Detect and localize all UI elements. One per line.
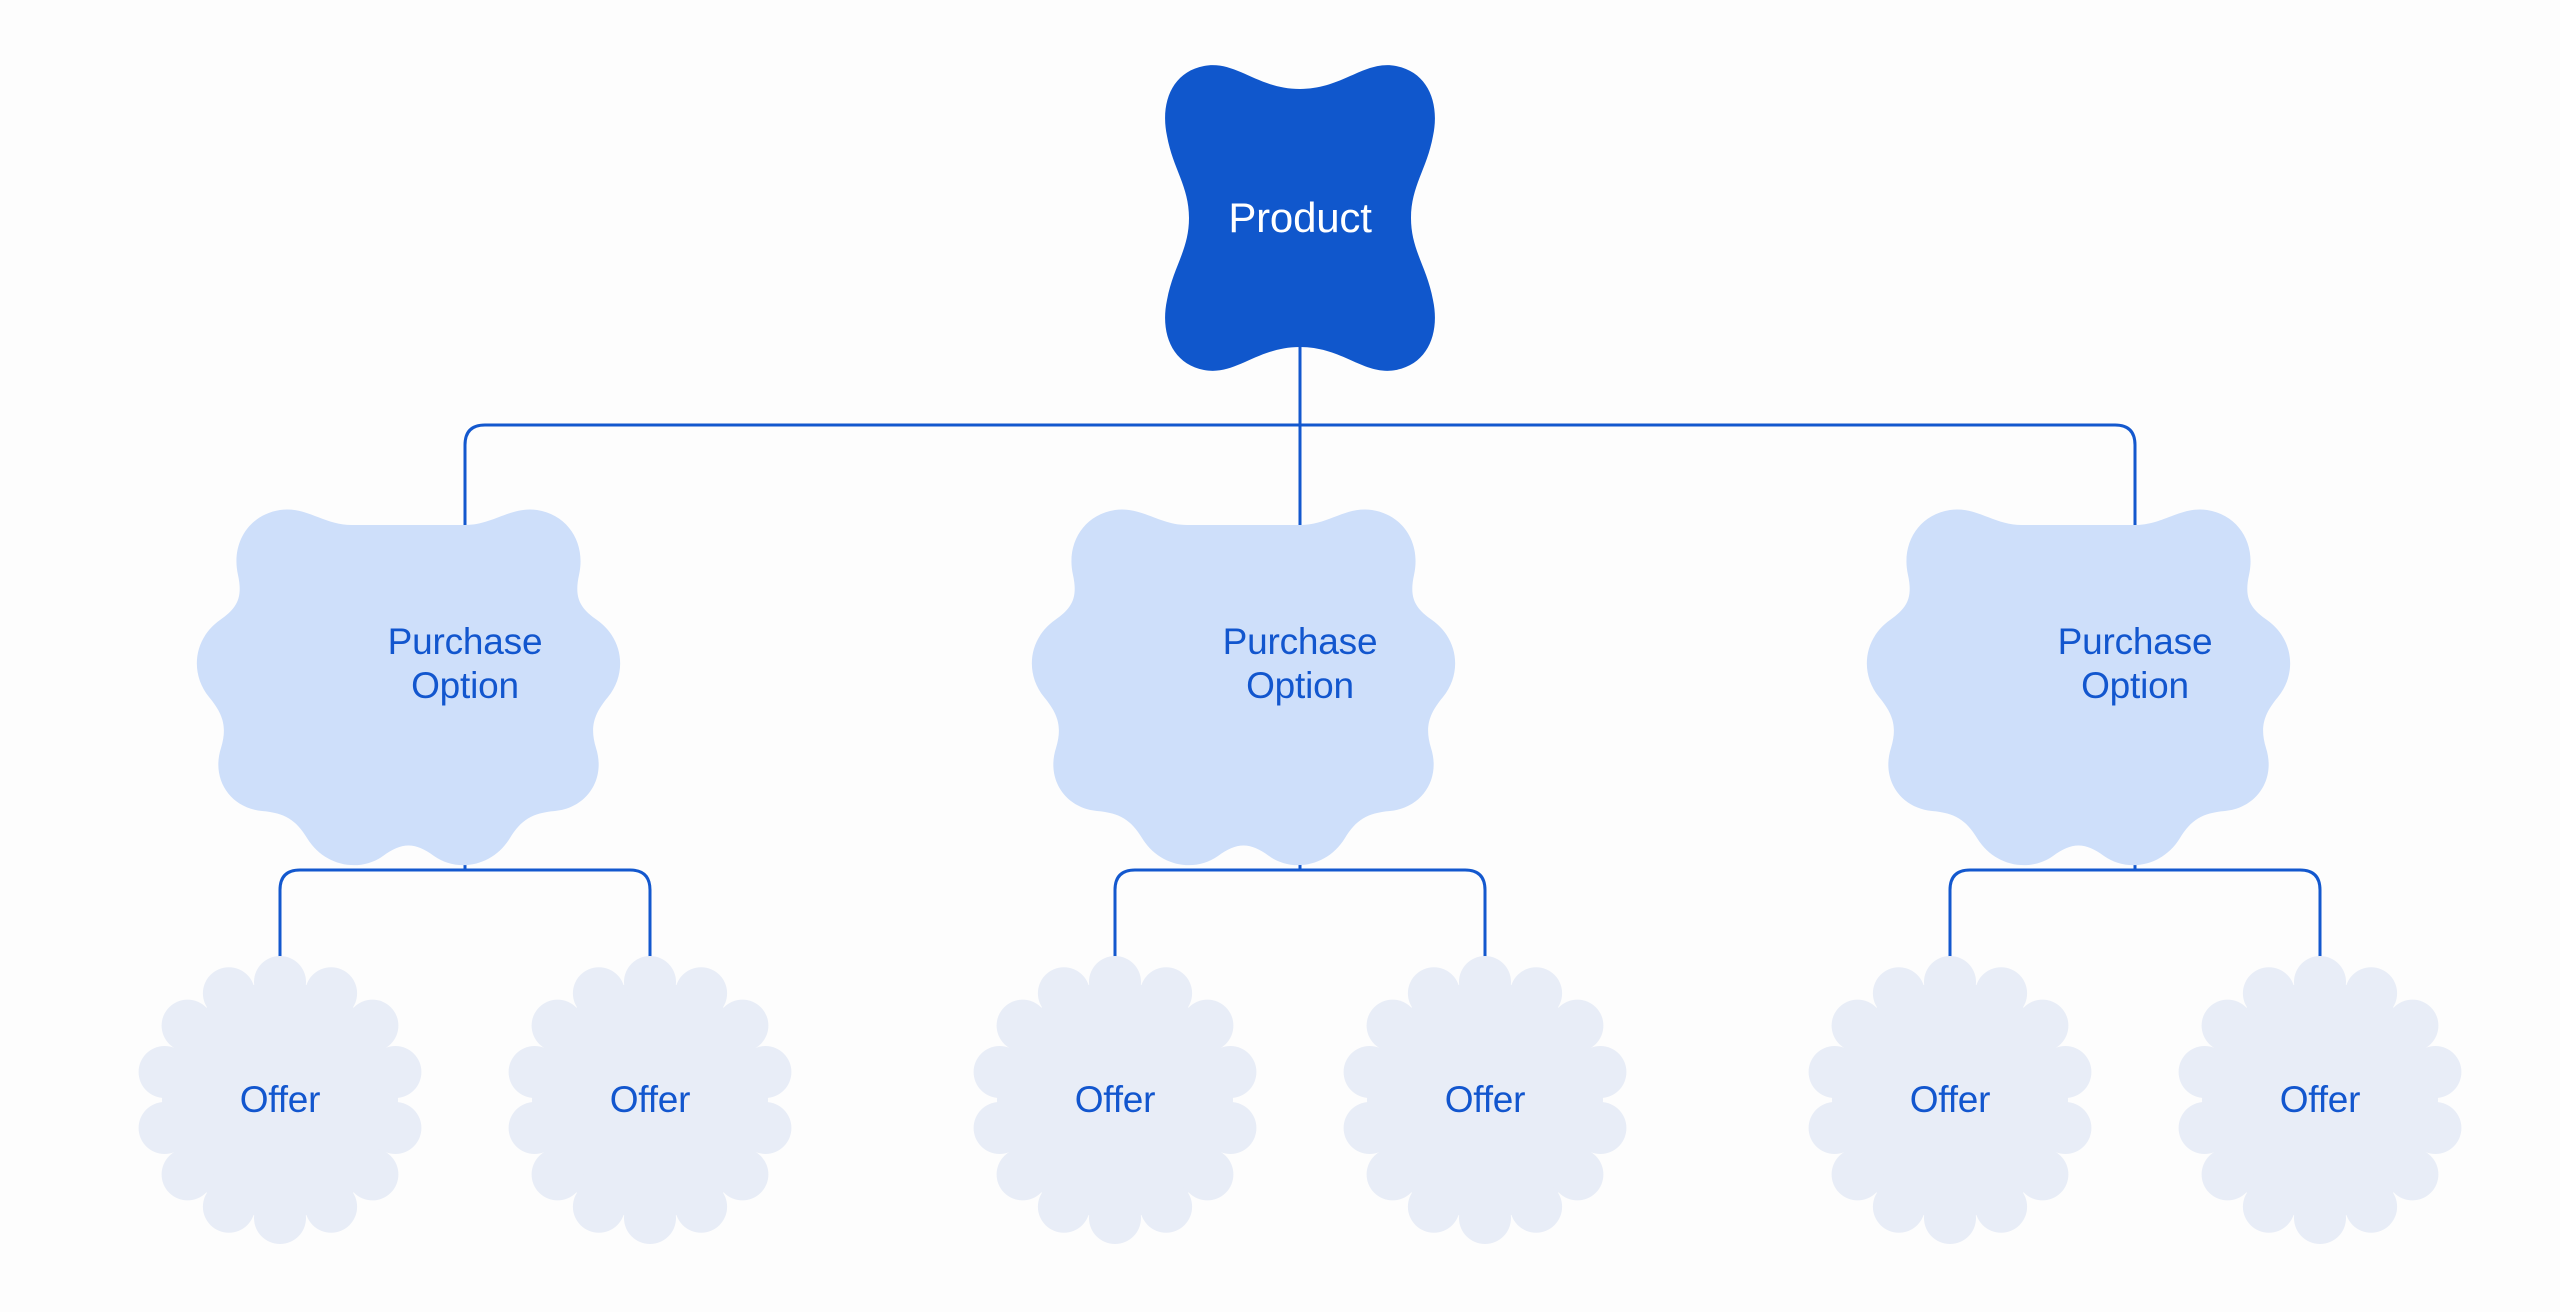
node-offer-3[interactable] — [973, 956, 1257, 1244]
connector-option2-to-offer-3 — [1113, 868, 1302, 970]
offer-3-scallops — [973, 956, 1257, 1244]
product-shape[interactable] — [1165, 65, 1435, 371]
offer-6-shape[interactable] — [2202, 982, 2438, 1218]
connector-option1-to-offer-2 — [463, 868, 652, 970]
connector-bus-to-purchase-option-1 — [463, 423, 1302, 527]
node-purchase-option-2[interactable] — [1031, 509, 1456, 866]
offer-2-scallops — [508, 956, 792, 1244]
offer-4-shape[interactable] — [1367, 982, 1603, 1218]
node-offer-4[interactable] — [1343, 956, 1627, 1244]
offer-5-shape[interactable] — [1832, 982, 2068, 1218]
node-offer-6[interactable] — [2178, 956, 2462, 1244]
purchase-option-1-shape[interactable] — [196, 509, 621, 866]
node-offer-1[interactable] — [138, 956, 422, 1244]
connector-option3-to-offer-5 — [1948, 868, 2137, 970]
connector-option2-to-offer-4 — [1298, 868, 1487, 970]
offer-4-scallops — [1343, 956, 1627, 1244]
node-offer-5[interactable] — [1808, 956, 2092, 1244]
connector-option3-to-offer-6 — [2133, 868, 2322, 970]
node-offer-2[interactable] — [508, 956, 792, 1244]
connector-bus-to-purchase-option-3 — [1298, 423, 2137, 527]
offer-1-scallops — [138, 956, 422, 1244]
offer-2-shape[interactable] — [532, 982, 768, 1218]
node-purchase-option-3[interactable] — [1866, 509, 2291, 866]
node-product[interactable] — [1165, 65, 1435, 371]
purchase-option-2-shape[interactable] — [1031, 509, 1456, 866]
offer-1-shape[interactable] — [162, 982, 398, 1218]
connector-layer — [278, 340, 2322, 970]
offer-6-scallops — [2178, 956, 2462, 1244]
offer-3-shape[interactable] — [997, 982, 1233, 1218]
purchase-option-3-shape[interactable] — [1866, 509, 2291, 866]
node-purchase-option-1[interactable] — [196, 509, 621, 866]
connector-option1-to-offer-1 — [278, 868, 467, 970]
offer-5-scallops — [1808, 956, 2092, 1244]
